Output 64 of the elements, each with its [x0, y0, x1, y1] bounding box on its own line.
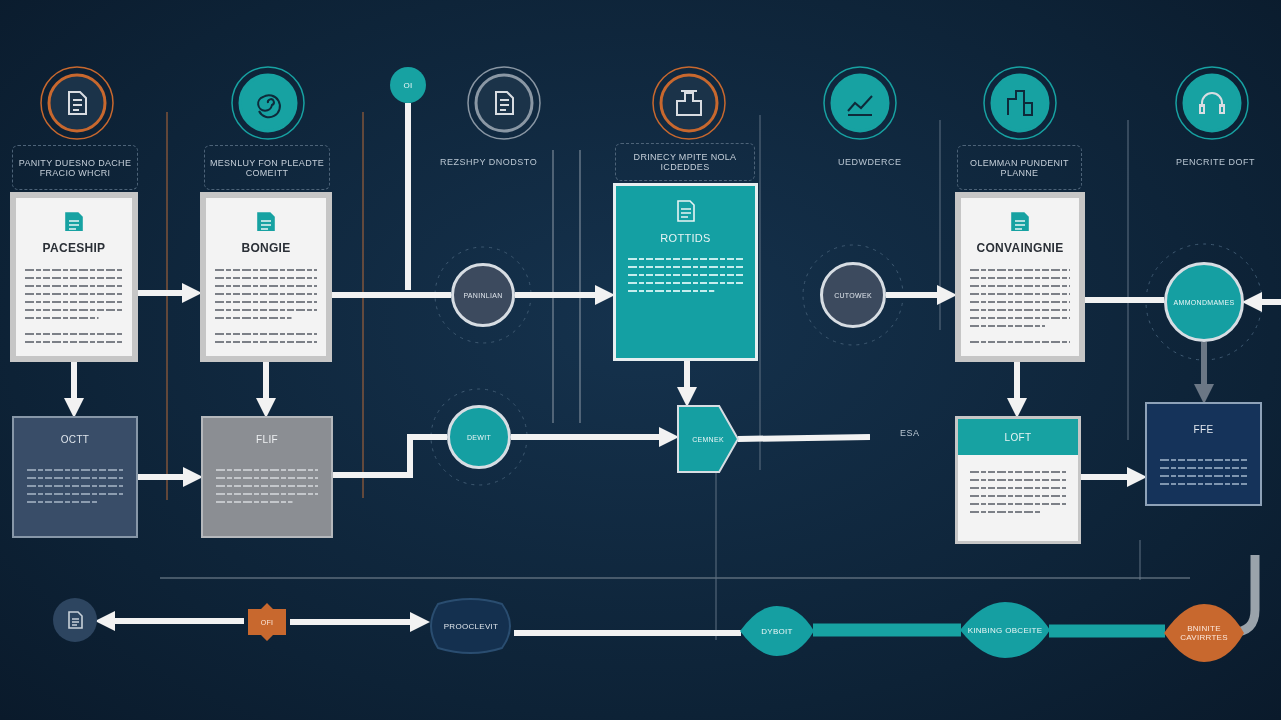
arrow — [138, 467, 203, 487]
text-label: PENCRITE DOFT — [1176, 157, 1255, 167]
card-title: CONVAINGNIE — [976, 240, 1064, 255]
card-title: PACESHIP — [42, 240, 106, 255]
card-title: LOFT — [1004, 431, 1032, 443]
process-card — [10, 192, 138, 362]
arrow — [1081, 467, 1147, 487]
leaf-shape — [740, 606, 814, 656]
card-title: OCTT — [60, 434, 90, 445]
small-circle — [390, 67, 426, 103]
process-card — [200, 192, 332, 362]
arrow — [515, 285, 615, 305]
text-label: UEDWDERCE — [838, 157, 902, 167]
process-card — [12, 416, 138, 538]
cloud-shape — [428, 598, 514, 654]
shape-label: BNINITE CAVIRRTES — [1179, 624, 1229, 642]
arrow — [256, 362, 276, 418]
arrow — [511, 427, 679, 447]
process-circle — [447, 405, 511, 469]
shape-label: DYBOIT — [761, 626, 793, 636]
arrow — [138, 283, 202, 303]
leaf-shape — [1164, 604, 1244, 662]
process-card — [613, 183, 758, 361]
header-panel — [615, 143, 755, 181]
leaf-shape — [960, 602, 1050, 658]
arrow — [677, 361, 697, 407]
text-label: REZSHPY DNODSTO — [440, 157, 538, 167]
connector-line — [332, 292, 451, 298]
arrow — [886, 285, 957, 305]
arrow — [95, 611, 244, 631]
connector-line — [405, 103, 411, 290]
process-card — [201, 416, 333, 538]
arrow — [1007, 362, 1027, 418]
header-panel — [12, 145, 138, 190]
panel-heading: DRINECY MPITE NOLA ICDEDDES — [632, 152, 738, 172]
panel-heading: MESNLUY FON PLEADTE COMEITT — [209, 157, 325, 178]
arrow — [1242, 292, 1281, 312]
header-panel — [204, 145, 330, 190]
process-card — [1145, 402, 1262, 506]
process-card — [955, 192, 1085, 362]
panel-heading: OLEMMAN PUNDENIT PLANNE — [969, 157, 1070, 178]
card-title: FLIF — [256, 434, 278, 445]
arrow — [1194, 342, 1214, 404]
shape-label: KINBING OBCEITE — [967, 625, 1043, 635]
connector-line — [813, 623, 961, 637]
panel-heading: PANITY DUESNO DACHE FRACIO WHCRI — [17, 157, 133, 178]
connector-line — [514, 630, 741, 636]
card-title: FFE — [1193, 424, 1214, 435]
card-title: BONGIE — [241, 240, 291, 255]
text-label: ESA — [900, 428, 920, 438]
connector-line — [1085, 297, 1165, 303]
shape-label: PROOCLEVIT — [443, 621, 499, 631]
process-circle — [451, 263, 515, 327]
connector-line — [333, 434, 447, 478]
arrow — [290, 612, 430, 632]
connector-line — [737, 434, 871, 442]
header-panel — [957, 145, 1082, 190]
circle-label: OI — [403, 80, 413, 90]
card-title: ROTTIDS — [660, 232, 711, 244]
document-circle — [53, 598, 97, 642]
pentagon-shape — [677, 405, 739, 473]
arrow — [64, 362, 84, 418]
connector-line — [1049, 624, 1165, 638]
process-card — [955, 416, 1081, 544]
